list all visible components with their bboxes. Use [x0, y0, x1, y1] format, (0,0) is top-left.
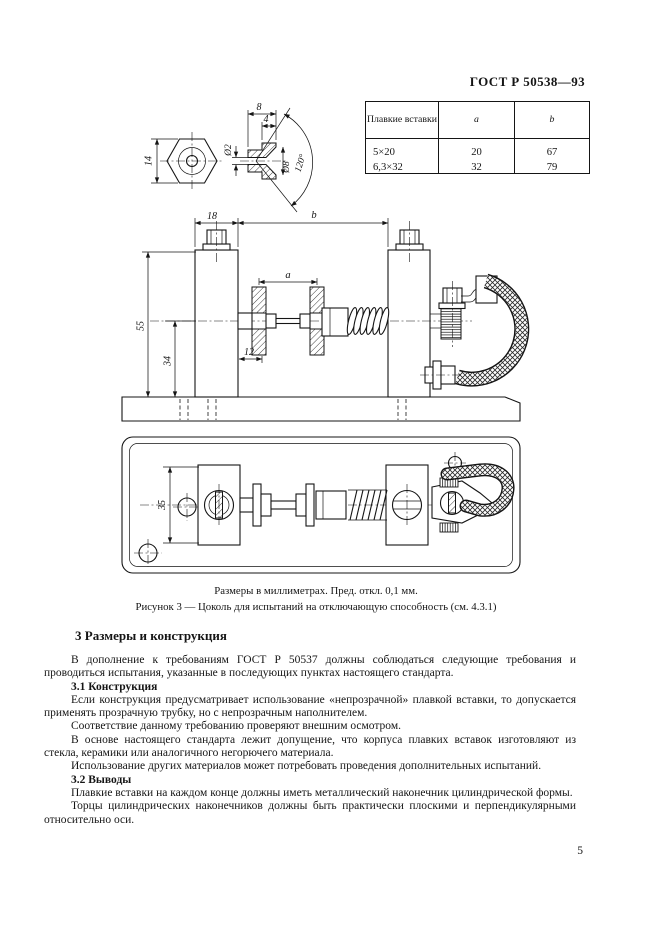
spring-plan — [348, 489, 388, 521]
table-row: 6,3×32 32 79 — [366, 158, 590, 174]
col-header-b: b — [514, 101, 590, 139]
cell-fuse-size: 6,3×32 — [373, 162, 403, 173]
table-row: 5×20 20 67 — [366, 138, 590, 158]
subsection-heading: 3.2 Выводы — [71, 773, 132, 786]
dim-clip-offset: 12 — [244, 347, 254, 358]
dim-hole-dia: Ø2 — [224, 144, 234, 157]
dim-csk-angle: 120° — [293, 153, 309, 174]
cell-b: 79 — [514, 158, 590, 174]
plan-view: 35 — [121, 436, 521, 574]
fuse-size-table: Плавкие вставки a b 5×20 20 67 6,3×32 32… — [365, 101, 590, 174]
section-heading: 3 Размеры и конструкция — [75, 628, 227, 643]
paragraph: Торцы цилиндрических наконечников должны… — [44, 800, 576, 826]
dim-block-size: 35 — [157, 500, 168, 511]
dim-span-b: b — [311, 210, 316, 221]
paragraph: В дополнение к требованиям ГОСТ Р 50537 … — [44, 654, 576, 680]
dim-top-width: 8 — [257, 102, 262, 113]
subsection-heading: 3.1 Конструкция — [71, 680, 158, 693]
col-header-a: a — [438, 101, 515, 139]
paragraph: Использование других материалов может по… — [71, 760, 542, 773]
paragraph: Соответствие данному требованию проверяю… — [71, 720, 401, 733]
cell-a: 32 — [438, 158, 515, 174]
table-header-row: Плавкие вставки a b — [365, 101, 590, 139]
units-note: Размеры в миллиметрах. Пред. откл. 0,1 м… — [214, 585, 418, 597]
dim-csk-dia: Ø8 — [282, 161, 292, 174]
doc-code: ГОСТ Р 50538—93 — [469, 74, 585, 89]
dim-hex-size: 14 — [144, 156, 155, 166]
cell-a: 20 — [438, 138, 515, 158]
cell-fuse-size: 5×20 — [373, 147, 395, 158]
paragraph: Плавкие вставки на каждом конце должны и… — [71, 786, 573, 799]
paragraph: В основе настоящего стандарта лежит допу… — [44, 733, 576, 760]
cable — [455, 273, 530, 387]
front-view: 18 b a 12 55 34 — [121, 210, 530, 422]
paragraph: Если конструкция предусматривает использ… — [44, 693, 576, 720]
figure-caption: Рисунок 3 — Цоколь для испытаний на откл… — [135, 601, 497, 613]
page-number: 5 — [577, 845, 583, 857]
cable-loop — [440, 463, 515, 517]
col-header-fuse: Плавкие вставки — [365, 101, 439, 139]
section-3: 3 Размеры и конструкция В дополнение к т… — [44, 628, 576, 827]
dim-post-height: 55 — [136, 321, 147, 331]
cell-b: 67 — [514, 138, 590, 158]
dim-post-width: 18 — [207, 211, 217, 222]
dim-axis-height: 34 — [163, 356, 174, 367]
figure-3-drawing: 14 120° 8 4 Ø2 — [121, 102, 530, 574]
detail-view: 14 120° 8 4 Ø2 — [144, 102, 313, 213]
spring — [346, 307, 390, 335]
dim-flange-width: 4 — [264, 114, 269, 125]
dim-fuse-span: a — [285, 270, 290, 281]
